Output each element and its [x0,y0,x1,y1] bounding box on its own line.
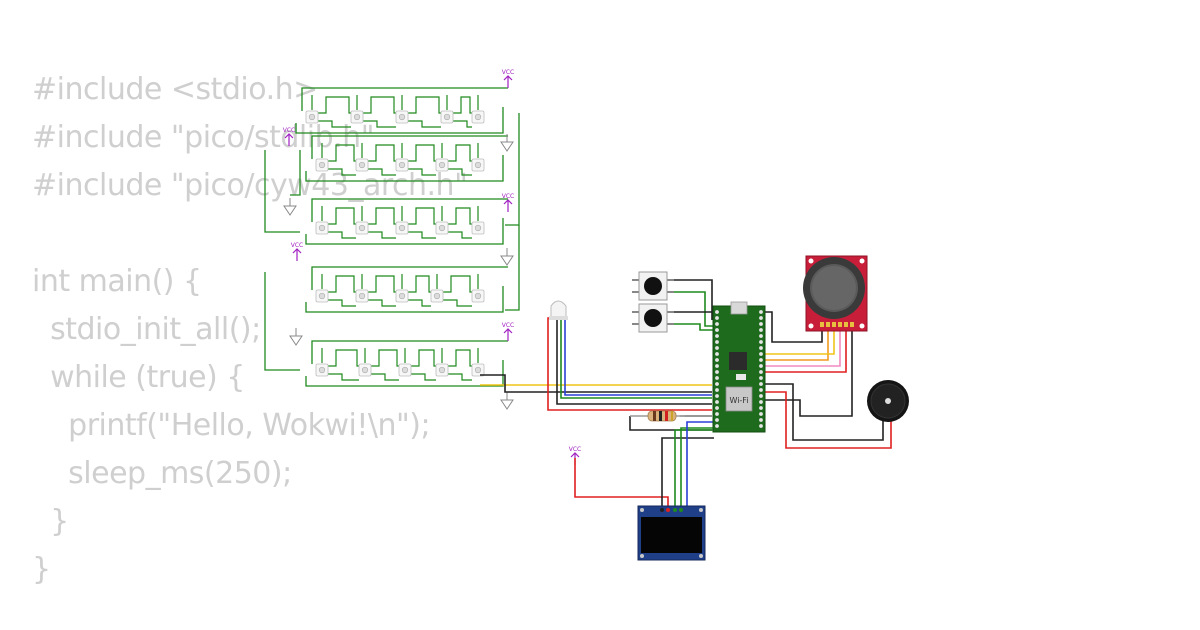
code-line: while (true) { [32,360,245,395]
vcc-label: VCC [569,446,581,453]
code-line: sleep_ms(250); [32,456,292,491]
vcc-marker: VCC [502,69,514,88]
led-row [305,198,508,245]
ground-marker [283,198,297,216]
code-line: stdio_init_all(); [32,312,261,347]
code-line: #include "pico/cyw43_arch.h" [32,168,468,203]
resistor [630,410,685,422]
code-line: } [32,552,51,587]
code-line: } [32,504,69,539]
ground-marker [500,392,514,410]
vcc-marker: VCC [283,127,295,146]
wire-red-rgb [547,317,712,411]
vcc-marker: VCC [291,242,303,261]
wire-black-rgb [556,320,712,405]
ground-marker [500,248,514,266]
wire-green-rgb [560,320,712,399]
code-line: int main() { [32,264,202,299]
vcc-label: VCC [502,193,514,200]
buzzer-wires [764,383,892,449]
code-line: #include "pico/stdlib.h" [32,120,375,155]
pico-wifi-label: Wi-Fi [729,396,748,405]
rgb-led[interactable] [549,300,568,320]
ground-marker [289,328,303,346]
wire-blue-rgb [564,320,712,396]
ground-marker [500,134,514,152]
vcc-label: VCC [502,69,514,76]
signal-wires [480,317,712,431]
vcc-label: VCC [283,127,295,134]
oled-wires [574,421,716,508]
joystick-module[interactable] [803,255,868,332]
vcc-marker: VCC [502,322,514,341]
button-wires [674,279,714,331]
led-row [305,135,508,182]
vcc-label: VCC [291,242,303,249]
joystick-pins [820,322,854,327]
ground-markers [283,134,514,410]
pushbutton-bottom[interactable] [632,303,674,333]
code-line: #include <stdio.h> [32,72,318,107]
buzzer[interactable] [867,380,909,422]
led-row [305,340,508,387]
pico-w-board[interactable]: Wi-Fi [712,301,766,433]
led-matrix [264,87,520,387]
code-line: printf("Hello, Wokwi!\n"); [32,408,431,443]
led-row [305,266,508,313]
led-row [295,87,508,134]
pushbutton-top[interactable] [632,271,674,301]
wire-black-matrix [480,374,712,393]
oled-display[interactable] [637,505,706,561]
vcc-marker: VCC [502,193,514,212]
vcc-label: VCC [502,322,514,329]
joystick-wires [764,311,853,417]
pico-pins [715,310,763,428]
code-background: #include <stdio.h> #include "pico/stdlib.… [32,66,468,594]
